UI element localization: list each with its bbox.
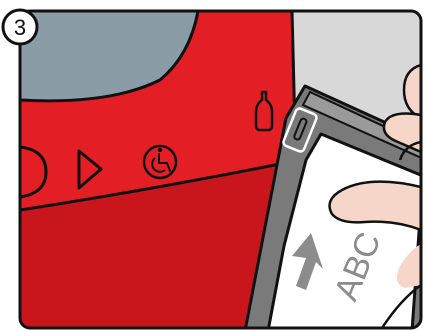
step-number: 3: [14, 15, 26, 40]
step-badge: 3: [3, 10, 37, 44]
